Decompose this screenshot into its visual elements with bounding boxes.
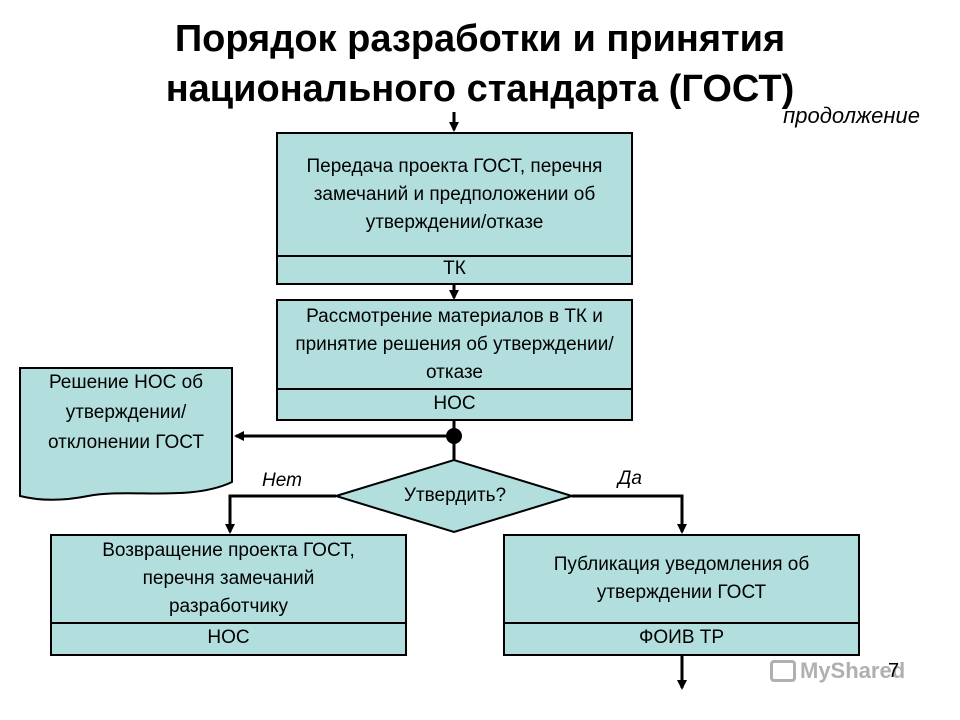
review-box-text: Рассмотрение материалов в ТК и принятие … bbox=[278, 301, 631, 390]
watermark: MyShared bbox=[770, 658, 905, 684]
publish-box: Публикация уведомления об утверждении ГО… bbox=[503, 534, 860, 656]
page-title: Порядок разработки и принятия национальн… bbox=[165, 18, 795, 110]
return-box-role: НОС bbox=[207, 627, 250, 648]
arrow-yes-branch bbox=[572, 494, 687, 534]
return-box: Возвращение проекта ГОСТ, перечня замеча… bbox=[50, 534, 407, 656]
publish-box-role: ФОИВ ТР bbox=[638, 627, 725, 648]
return-box-text: Возвращение проекта ГОСТ, перечня замеча… bbox=[52, 536, 405, 624]
transfer-box-text: Передача проекта ГОСТ, перечня замечаний… bbox=[278, 134, 631, 257]
no-label: Нет bbox=[262, 470, 302, 491]
arrow-no-branch bbox=[225, 494, 336, 534]
yes-label: Да bbox=[618, 468, 642, 489]
presentation-icon bbox=[770, 660, 796, 682]
continued-label: продолжение bbox=[783, 103, 920, 128]
publish-box-text: Публикация уведомления об утверждении ГО… bbox=[505, 536, 858, 624]
document-shape bbox=[19, 367, 233, 501]
transfer-box: Передача проекта ГОСТ, перечня замечаний… bbox=[276, 132, 633, 285]
document-text: Решение НОС об утверждении/ отклонении Г… bbox=[48, 372, 204, 453]
transfer-box-role: ТК bbox=[443, 258, 466, 279]
watermark-text: MyShared bbox=[800, 658, 906, 683]
review-box-role: НОС bbox=[433, 392, 476, 414]
decision-label: Утвердить? bbox=[403, 485, 507, 506]
page-number: 7 bbox=[888, 660, 900, 682]
review-box: Рассмотрение материалов в ТК и принятие … bbox=[276, 299, 633, 421]
